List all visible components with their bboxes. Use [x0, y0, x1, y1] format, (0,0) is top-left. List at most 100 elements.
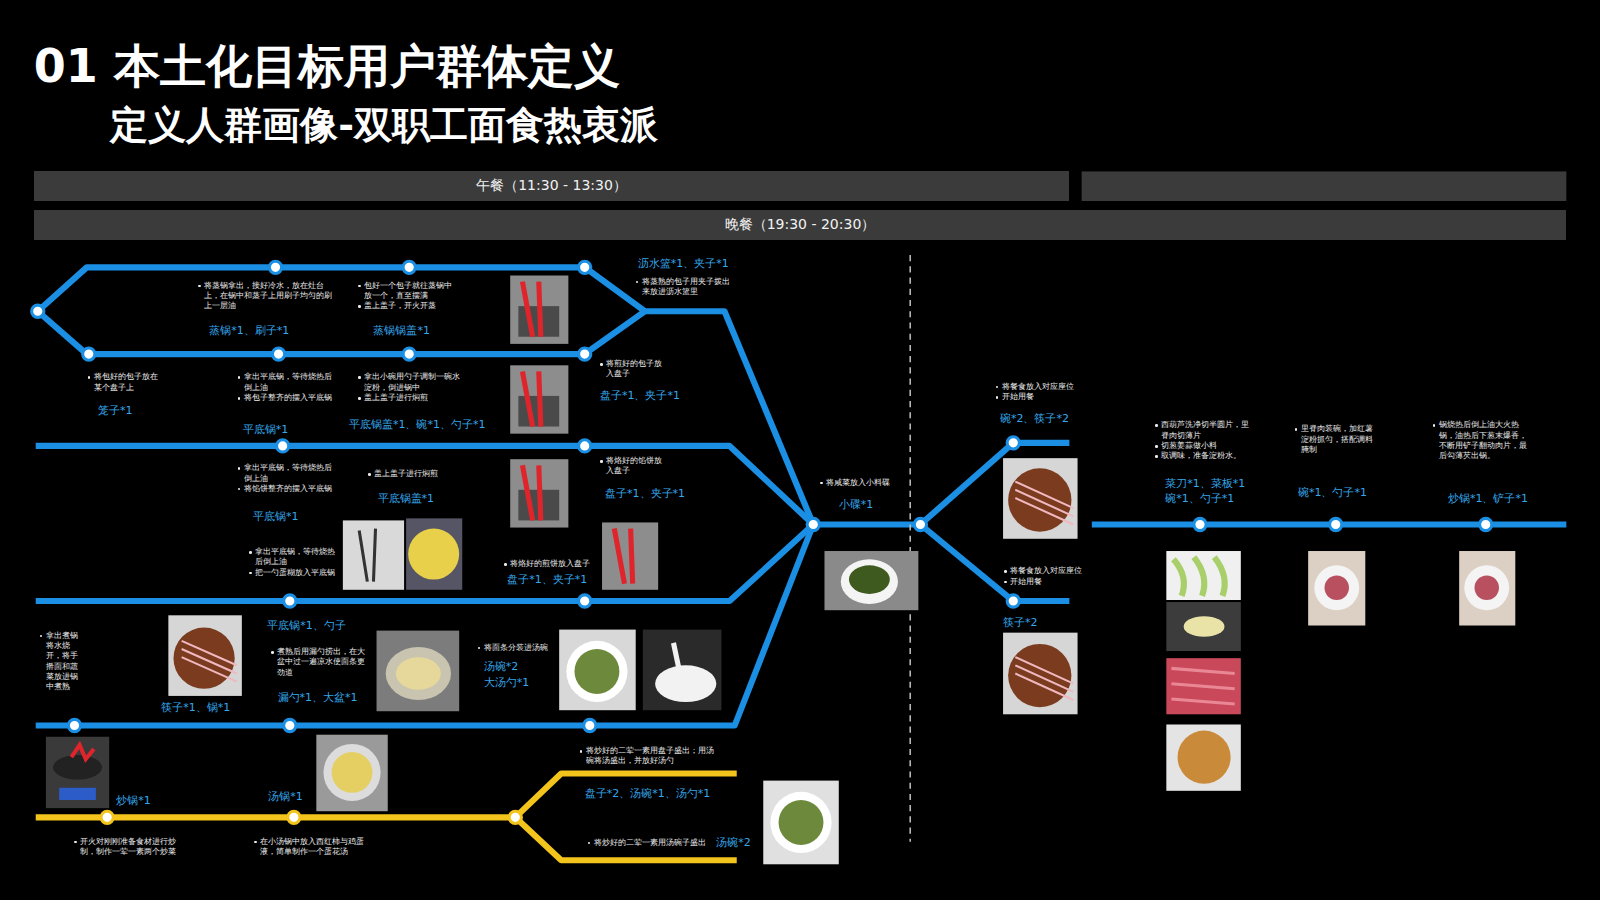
blue-stops [32, 261, 1492, 731]
tool-group: 炒锅*1 [116, 793, 151, 809]
tool-label: 盘子*2、汤碗*1、汤勺*1 [585, 786, 711, 802]
tool-label: 汤碗*2 [716, 835, 751, 851]
step-note: 将馅饼整齐的摆入平底锅 [237, 484, 339, 494]
step-note: 盖上盖子，开火开蒸 [357, 301, 459, 311]
step-note: 将面条分装进汤碗 [477, 643, 559, 653]
photo-tongs [510, 365, 568, 433]
route-line [515, 817, 736, 860]
step-note: 拿出小碗用勺子调制一碗水淀粉，倒进锅中 [357, 372, 464, 393]
note-group: 拿出平底锅，等待烧热后倒上油将包子整齐的摆入平底锅 [237, 372, 339, 403]
photo-zucchini [1166, 551, 1240, 600]
step-note: 拿出平底锅，等待烧热后倒上油 [237, 463, 339, 484]
photo-soup-bowl [763, 781, 839, 865]
step-note: 开火对刚刚准备食材进行炒制，制作一荤一素两个炒菜 [73, 837, 185, 858]
tool-label: 平底锅*1 [243, 422, 289, 438]
tool-group: 沥水篮*1、夹子*1 [638, 256, 729, 272]
tool-label: 盘子*1、夹子*1 [600, 388, 680, 404]
tool-label: 蒸锅*1、刷子*1 [209, 323, 289, 339]
bar-label: 晚餐（19:30 - 20:30） [725, 216, 876, 234]
route-line [515, 773, 736, 817]
photo-meat [1166, 658, 1240, 714]
tool-label: 平底锅*1、勺子 [267, 618, 346, 634]
route-line [38, 267, 814, 524]
note-group: 开火对刚刚准备食材进行炒制，制作一荤一素两个炒菜 [73, 837, 185, 858]
note-group: 将餐食放入对应座位开始用餐 [995, 382, 1087, 403]
step-note: 切葱姜蒜做小料 [1154, 441, 1256, 451]
tool-label: 碗*2、筷子*2 [1000, 411, 1069, 427]
tool-group: 汤碗*2大汤勺*1 [484, 659, 530, 691]
tool-group: 盘子*2、汤碗*1、汤勺*1 [585, 786, 711, 802]
step-note: 将包好的包子放在某个盘子上 [87, 372, 164, 393]
note-group: 拿出小碗用勺子调制一碗水淀粉，倒进锅中盖上盖子进行焖煎 [357, 372, 464, 403]
route-line [36, 446, 814, 525]
tool-label: 平底锅盖*1、碗*1、勺子*1 [349, 417, 486, 433]
step-note: 拿出平底锅，等待烧热后倒上油 [248, 547, 338, 568]
tool-label: 菜刀*1、菜板*1 [1165, 476, 1245, 492]
note-group: 煮熟后用漏勺捞出，在大盆中过一遍凉水使面条更劲道 [270, 647, 372, 678]
note-group: 包好一个包子就往蒸锅中放一个，直至摆满盖上盖子，开火开蒸 [357, 281, 459, 312]
photo-marinade [1308, 551, 1365, 625]
photo-tongs [602, 522, 658, 589]
tool-group: 汤碗*2 [716, 835, 751, 851]
step-note: 将餐食放入对应座位 [1003, 566, 1095, 576]
tool-group: 平底锅*1 [253, 509, 299, 525]
step-note: 拿出煮锅将水烧开，将手擀面和蔬菜放进锅中煮熟 [39, 631, 85, 693]
tool-group: 盘子*1、夹子*1 [600, 388, 680, 404]
tool-group: 炒锅*1、铲子*1 [1448, 491, 1528, 507]
tool-label: 汤碗*2 [484, 659, 530, 675]
tool-label: 汤锅*1 [268, 789, 303, 805]
note-group: 拿出平底锅，等待烧热后倒上油将馅饼整齐的摆入平底锅 [237, 463, 339, 494]
step-note: 将咸菜放入小料碟 [819, 478, 906, 488]
tool-group: 碗*1、勺子*1 [1298, 485, 1367, 501]
step-note: 锅烧热后倒上油大火热锅，油热后下葱末爆香，不断用铲子翻动肉片，最后勾薄芡出锅。 [1432, 420, 1534, 461]
tool-label: 蒸锅锅盖*1 [373, 323, 430, 339]
tool-label: 小碟*1 [839, 497, 874, 513]
time-bar: 晚餐（19:30 - 20:30） [34, 210, 1567, 240]
tool-label: 平底锅盖*1 [378, 491, 435, 507]
tool-group: 小碟*1 [839, 497, 874, 513]
step-note: 里脊肉装碗，加红薯淀粉抓匀，搭配调料腌制 [1294, 424, 1381, 455]
note-group: 拿出煮锅将水烧开，将手擀面和蔬菜放进锅中煮熟 [39, 631, 85, 693]
tool-label: 筷子*1、锅*1 [161, 700, 230, 716]
blue-lines [36, 267, 1567, 725]
step-note: 开始用餐 [995, 392, 1087, 402]
step-note: 开始用餐 [1003, 577, 1095, 587]
tool-label: 沥水篮*1、夹子*1 [638, 256, 729, 272]
photos [46, 276, 1515, 865]
note-group: 拿出平底锅，等待烧热后倒上油把一勺蛋糊放入平底锅 [248, 547, 338, 578]
note-group: 盖上盖子进行焖煎 [367, 469, 469, 479]
note-group: 将烙好的馅饼放入盘子 [599, 456, 665, 477]
photo-wok [46, 737, 109, 808]
photo-garlic [1166, 602, 1240, 651]
step-note: 盖上盖子进行焖煎 [357, 393, 464, 403]
note-group: 西葫芦洗净切半圆片，里脊肉切薄片切葱姜蒜做小料取调味，准备淀粉水。 [1154, 420, 1256, 461]
route-line [813, 521, 920, 527]
note-group: 将煎好的包子放入盘子 [599, 359, 665, 380]
tool-label: 平底锅*1 [253, 509, 299, 525]
tool-group: 平底锅盖*1 [378, 491, 435, 507]
tool-group: 筷子*1、锅*1 [161, 700, 230, 716]
note-group: 将烙好的煎饼放入盘子 [503, 559, 600, 569]
step-note: 将包子整齐的摆入平底锅 [237, 393, 339, 403]
step-note: 煮熟后用漏勺捞出，在大盆中过一遍凉水使面条更劲道 [270, 647, 372, 678]
yellow-stops [101, 811, 521, 823]
tool-group: 汤锅*1 [268, 789, 303, 805]
tool-label: 炒锅*1、铲子*1 [1448, 491, 1528, 507]
tool-group: 平底锅*1、勺子 [267, 618, 346, 634]
step-note: 拿出平底锅，等待烧热后倒上油 [237, 372, 339, 393]
step-note: 盖上盖子进行焖煎 [367, 469, 469, 479]
subtitle-box: 定义人群画像-双职工面食热衷派 [110, 105, 658, 147]
tool-label: 盘子*1、夹子*1 [605, 486, 685, 502]
note-group: 将蒸锅拿出，接好冷水，放在灶台上，在锅中和蒸子上用刷子均匀的刷上一层油 [197, 281, 340, 312]
photo-sauce [1166, 724, 1240, 790]
route-line [36, 524, 814, 725]
time-bar: 午餐（11:30 - 13:30） [34, 171, 1070, 201]
tool-group: 盘子*1、夹子*1 [605, 486, 685, 502]
photo-tongs [510, 276, 568, 344]
step-note: 将烙好的煎饼放入盘子 [503, 559, 600, 569]
note-group: 将面条分装进汤碗 [477, 643, 559, 653]
tool-label: 筷子*2 [1003, 615, 1038, 631]
tool-group: 菜刀*1、菜板*1碗*1、勺子*1 [1165, 476, 1245, 508]
note-group: 将咸菜放入小料碟 [819, 478, 906, 488]
